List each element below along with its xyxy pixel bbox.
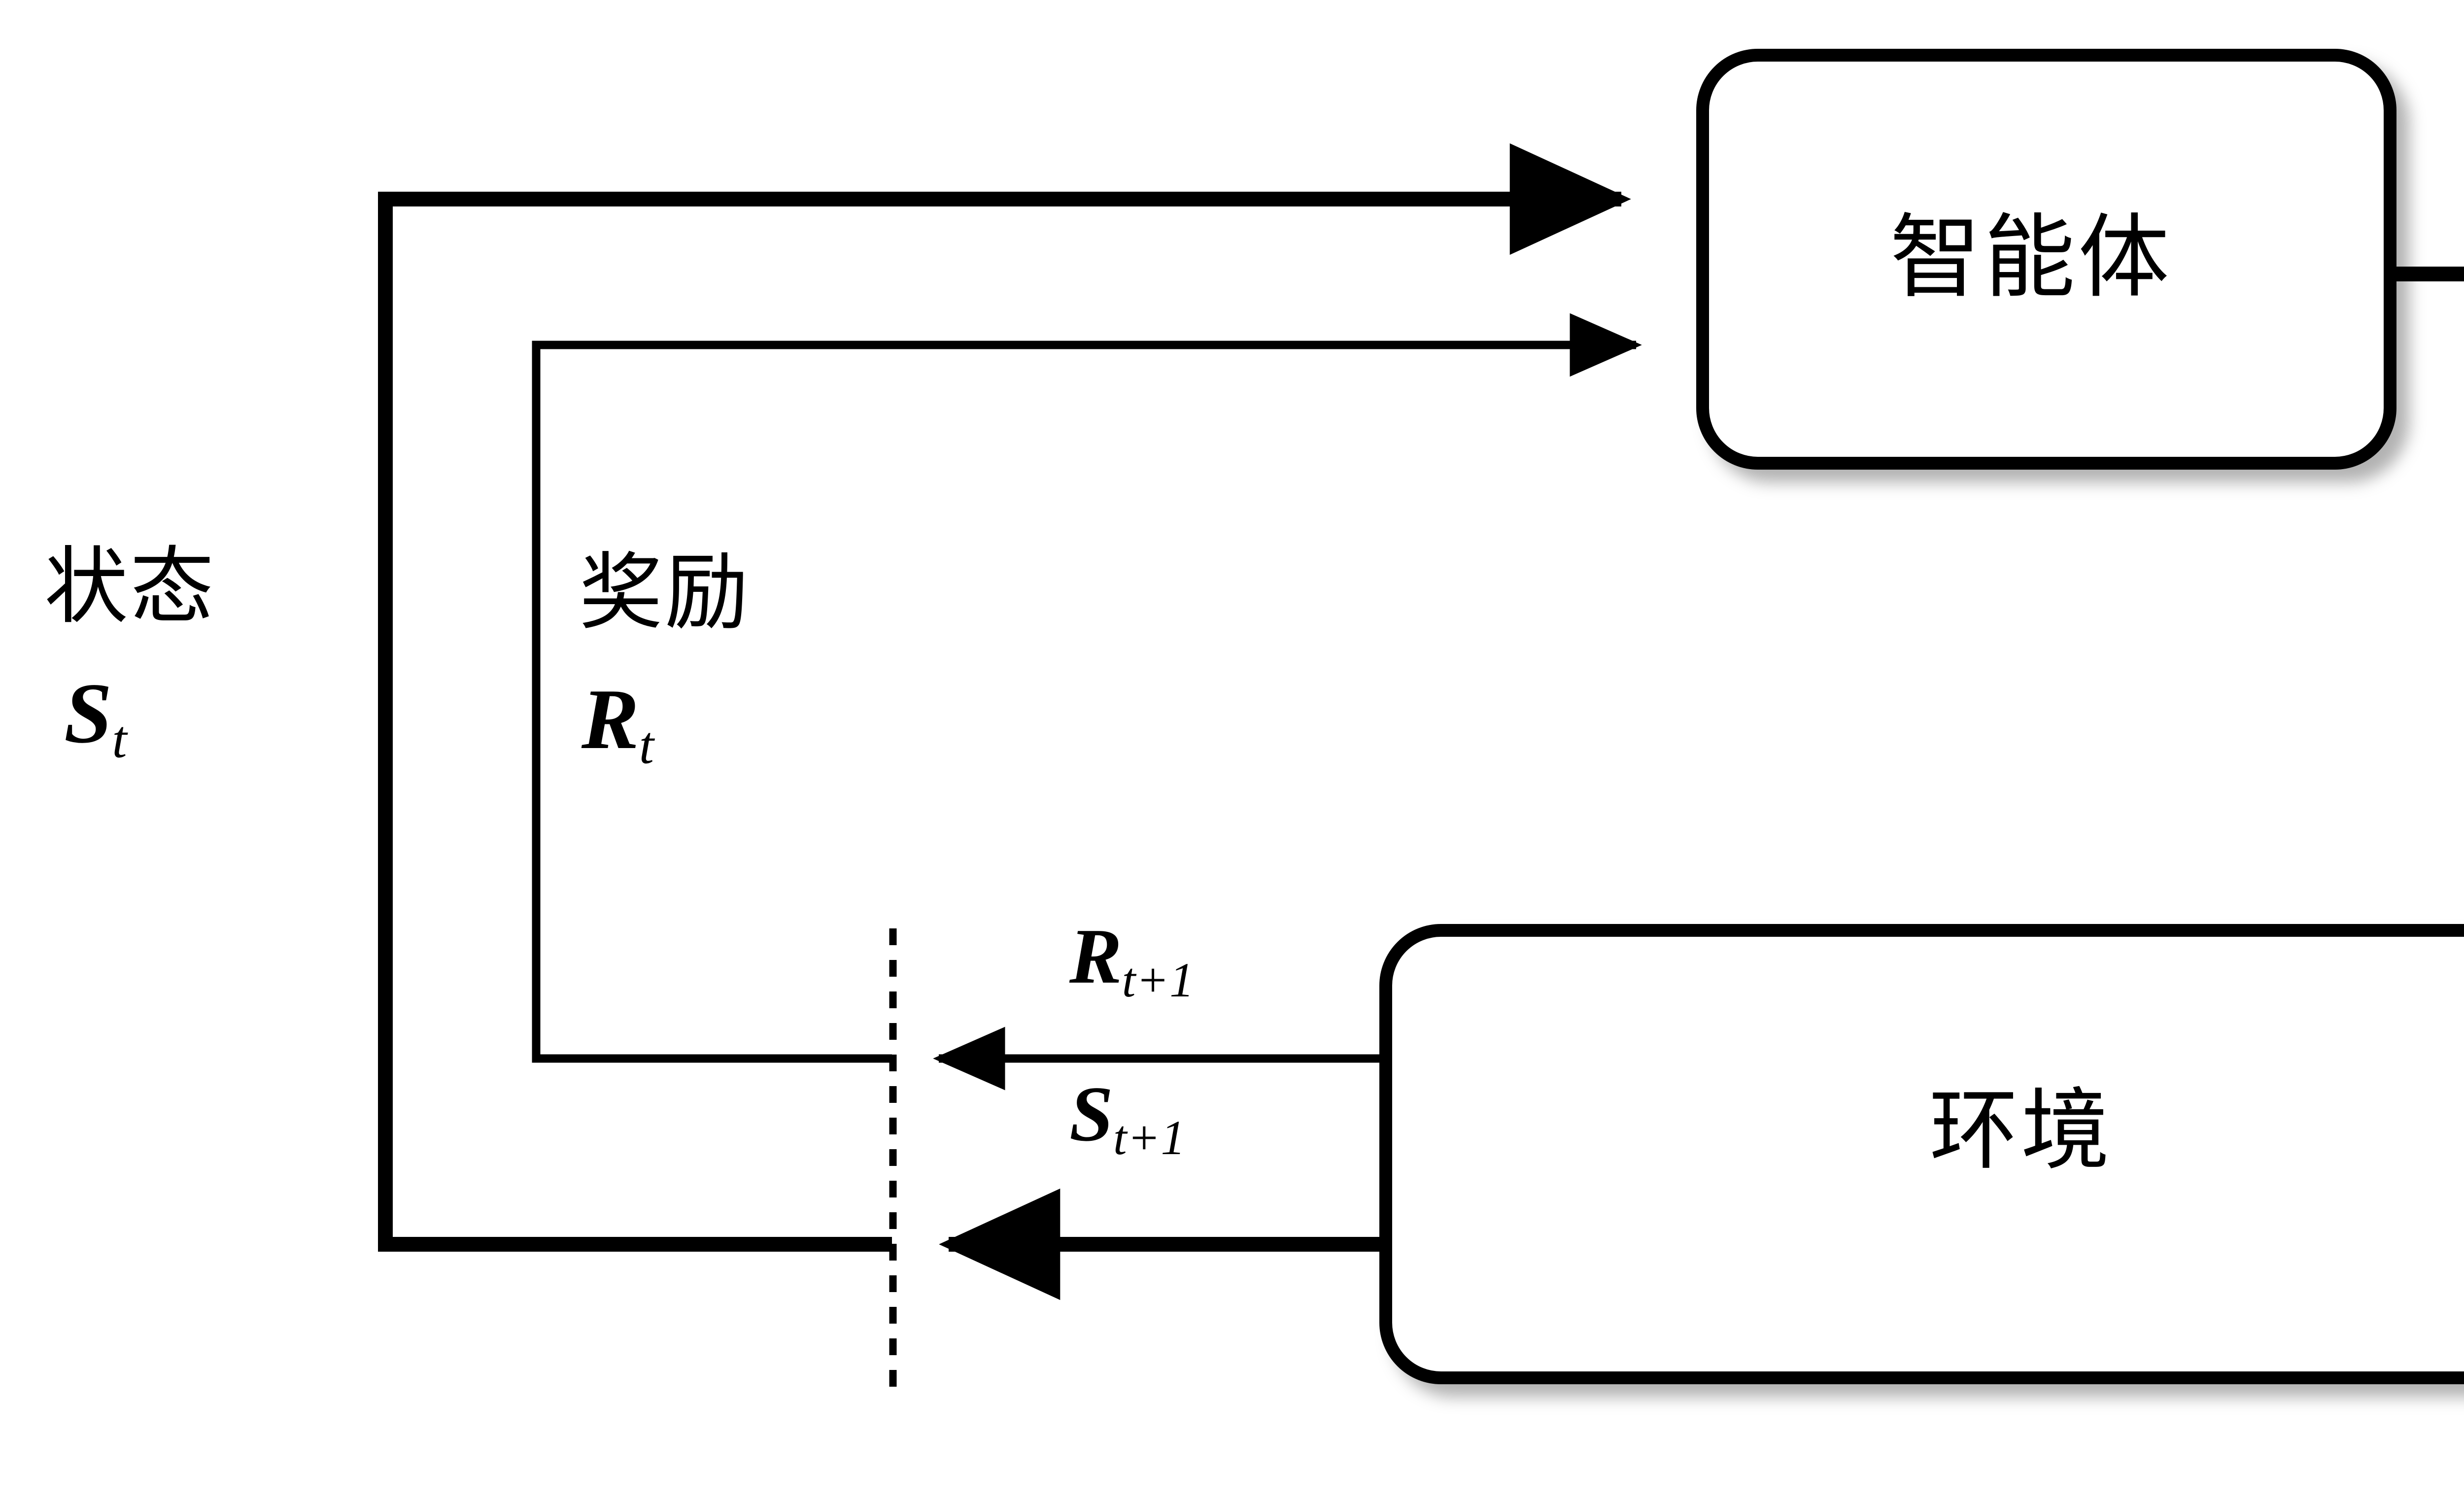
- reward-next-subscript: t+1: [1122, 953, 1195, 1007]
- state-feedback-path: [378, 143, 1631, 1252]
- state-next-subscript: t+1: [1113, 1111, 1186, 1165]
- reward-next-symbol: Rt+1: [1069, 917, 1195, 1005]
- reward-next-base: R: [1069, 912, 1122, 1000]
- state-next-symbol: St+1: [1069, 1074, 1186, 1162]
- reward-feedback-path: [532, 313, 1642, 1063]
- environment-box-label: 环境: [1929, 1079, 2113, 1182]
- reward-label-cjk: 奖励: [579, 544, 751, 642]
- environment-box[interactable]: [1379, 924, 2464, 1384]
- state-symbol: St: [64, 670, 128, 766]
- environment-node[interactable]: [1379, 924, 2464, 1384]
- reward-symbol-subscript: t: [639, 716, 654, 775]
- state-label-cjk: 状态: [44, 538, 216, 636]
- reward-symbol-base: R: [582, 671, 639, 767]
- state-next-base: S: [1069, 1070, 1113, 1158]
- state-symbol-base: S: [64, 665, 112, 761]
- agent-node[interactable]: [1696, 49, 2396, 470]
- agent-box-label: 智能体: [1890, 204, 2172, 310]
- state-symbol-subscript: t: [112, 710, 128, 769]
- reward-symbol: Rt: [582, 676, 654, 772]
- agent-box[interactable]: [1696, 49, 2396, 470]
